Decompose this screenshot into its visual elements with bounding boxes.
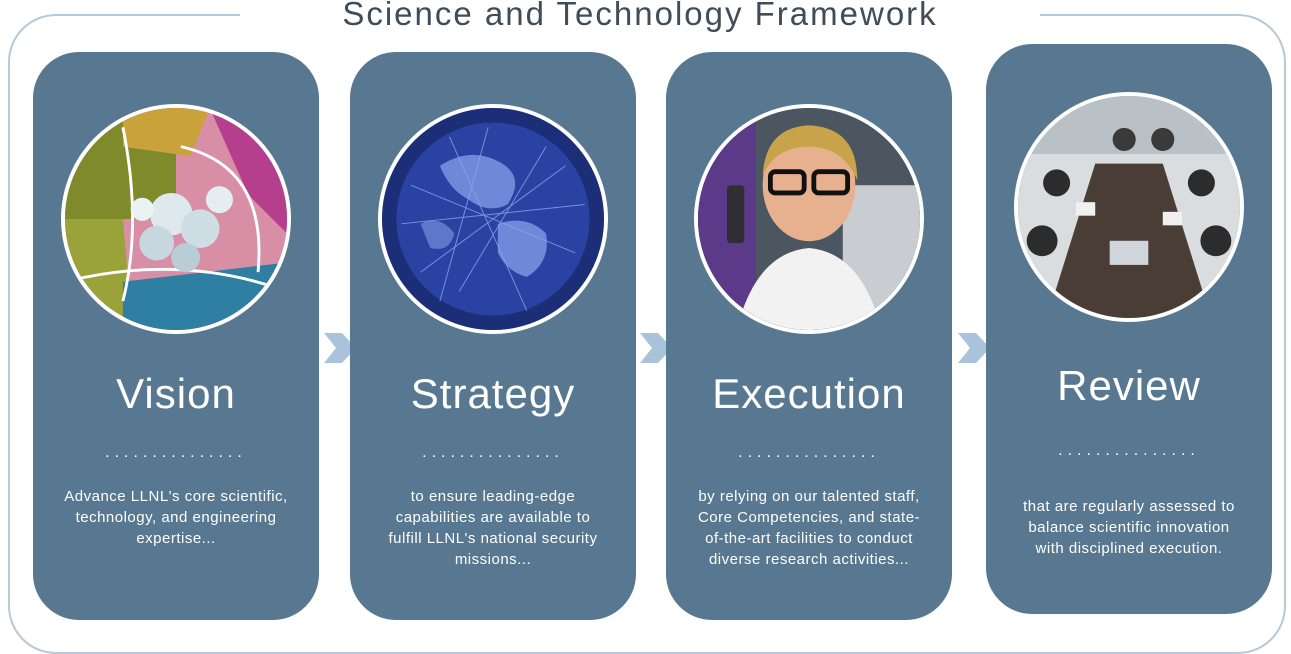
vision-card: Vision ............... Advance LLNL's co… xyxy=(33,52,319,620)
strategy-description: to ensure leading-edge capabilities are … xyxy=(388,488,598,568)
execution-card: Execution ............... by relying on … xyxy=(666,52,952,620)
vision-heading: Vision xyxy=(116,370,236,417)
meeting-table-image xyxy=(1014,92,1244,322)
page-title: Science and Technology Framework xyxy=(240,0,1040,34)
strategy-card: Strategy ............... to ensure leadi… xyxy=(350,52,636,620)
arrow-right-icon xyxy=(640,325,672,371)
review-divider: ............... xyxy=(1058,442,1200,459)
review-card: Review ............... that are regularl… xyxy=(986,44,1272,614)
scientist-portrait-image xyxy=(694,104,924,334)
arrow-right-icon xyxy=(324,325,356,371)
vision-divider: ............... xyxy=(105,444,247,461)
strategy-divider: ............... xyxy=(422,444,564,461)
execution-description: by relying on our talented staff, Core C… xyxy=(697,488,921,568)
execution-divider: ............... xyxy=(738,444,880,461)
execution-heading: Execution xyxy=(712,370,906,417)
review-description: that are regularly assessed to balance s… xyxy=(1023,498,1235,557)
arrow-right-icon xyxy=(958,325,990,371)
globe-network-image xyxy=(378,104,608,334)
vision-description: Advance LLNL's core scientific, technolo… xyxy=(64,488,288,547)
strategy-heading: Strategy xyxy=(410,370,576,417)
review-heading: Review xyxy=(1057,362,1201,409)
molecular-science-image xyxy=(61,104,291,334)
